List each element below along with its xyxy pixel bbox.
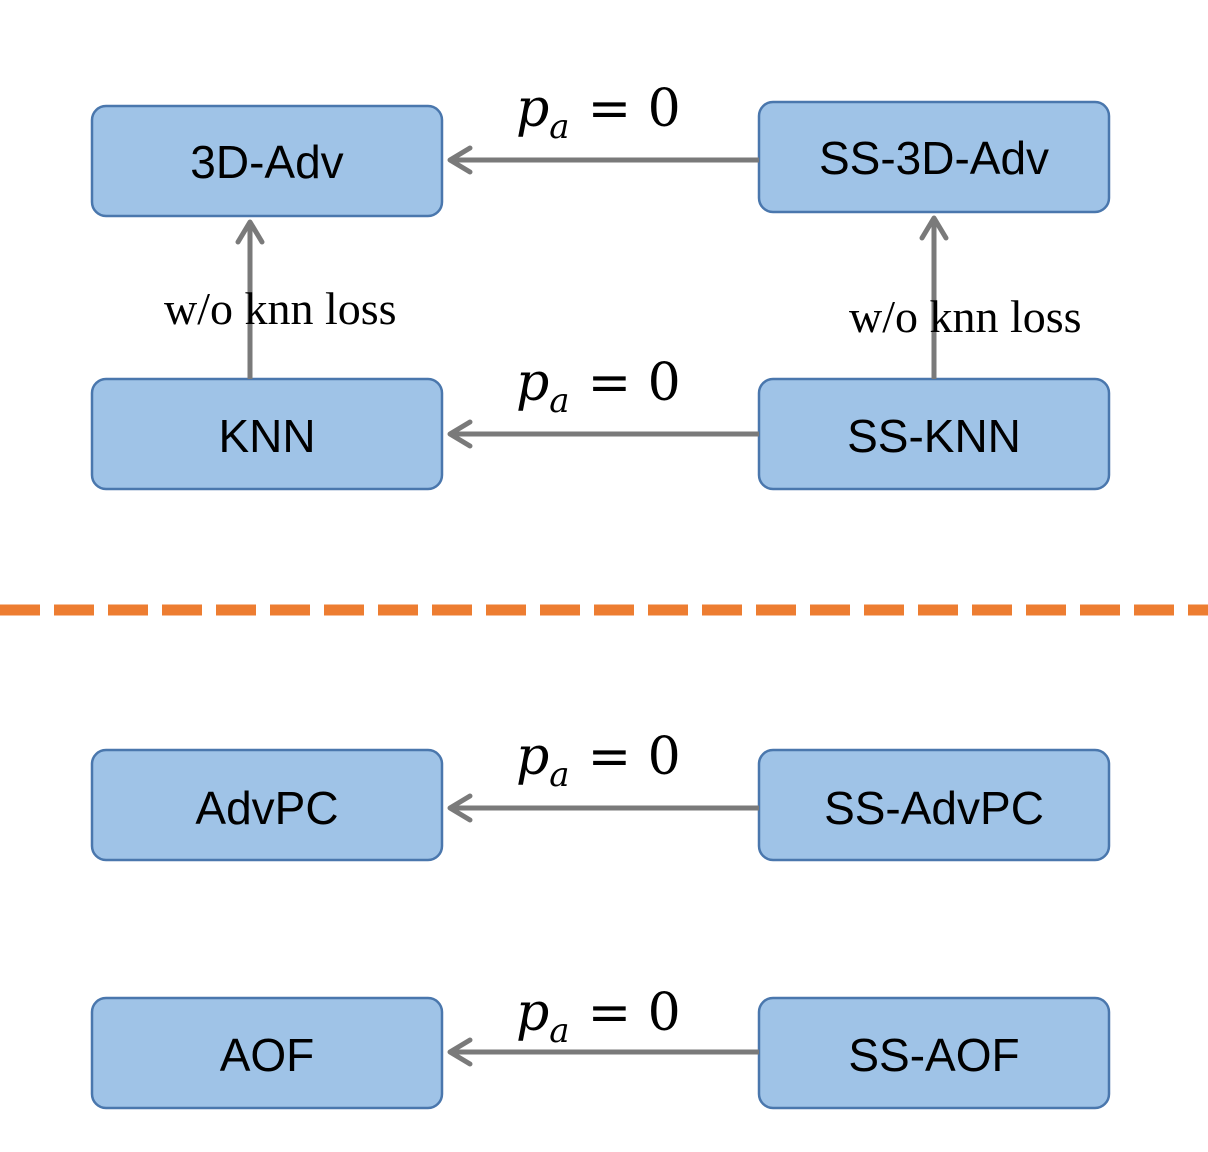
edge-ss-advpc-to-advpc <box>447 793 759 823</box>
edge-ss-knn-to-ss-3d-adv <box>919 215 949 379</box>
node-ss-3d-adv: SS-3D-Adv <box>757 100 1111 214</box>
edge-label-rhs: = 0 <box>588 79 681 139</box>
edge-label-right-vertical: w/o knn loss <box>849 291 1082 342</box>
edge-label-var: p <box>516 353 549 413</box>
edge-label-sub: a <box>549 1011 569 1051</box>
edge-label-left-vertical: w/o knn loss <box>164 283 397 334</box>
node-3d-adv: 3D-Adv <box>90 104 444 218</box>
edge-label-var: p <box>516 983 549 1043</box>
edge-ss-aof-to-aof <box>447 1037 759 1067</box>
node-ss-aof-label: SS-AOF <box>848 1029 1019 1081</box>
edge-label-sub: a <box>549 381 569 421</box>
edge-label-top-1: pa = 0 <box>516 79 681 147</box>
edge-label-rhs: = 0 <box>588 983 681 1043</box>
edge-label-top-2: pa = 0 <box>516 353 681 421</box>
edge-label-bottom-1: pa = 0 <box>516 727 681 795</box>
node-ss-knn-label: SS-KNN <box>847 410 1021 462</box>
node-3d-adv-label: 3D-Adv <box>190 136 343 188</box>
node-advpc-label: AdvPC <box>195 782 338 834</box>
edge-ss-3d-adv-to-3d-adv <box>447 145 759 175</box>
edge-label-var: p <box>516 79 549 139</box>
node-knn: KNN <box>90 377 444 491</box>
node-knn-label: KNN <box>218 410 315 462</box>
node-ss-aof: SS-AOF <box>757 996 1111 1110</box>
svg-text:pa= 0: pa = 0 <box>516 727 681 795</box>
edge-label-rhs: = 0 <box>588 353 681 413</box>
svg-text:pa= 0: pa = 0 <box>516 983 681 1051</box>
svg-text:pa= 0: pa = 0 <box>516 79 681 147</box>
edge-knn-to-3d-adv <box>235 219 265 379</box>
node-aof-label: AOF <box>220 1029 315 1081</box>
edge-label-sub: a <box>549 755 569 795</box>
edge-label-var: p <box>516 727 549 787</box>
svg-text:pa= 0: pa = 0 <box>516 353 681 421</box>
edge-label-sub: a <box>549 107 569 147</box>
edge-ss-knn-to-knn <box>447 419 759 449</box>
node-aof: AOF <box>90 996 444 1110</box>
node-ss-advpc: SS-AdvPC <box>757 748 1111 862</box>
edge-label-rhs: = 0 <box>588 727 681 787</box>
node-ss-knn: SS-KNN <box>757 377 1111 491</box>
node-ss-advpc-label: SS-AdvPC <box>824 782 1044 834</box>
node-ss-3d-adv-label: SS-3D-Adv <box>819 132 1049 184</box>
edge-label-bottom-2: pa = 0 <box>516 983 681 1051</box>
node-advpc: AdvPC <box>90 748 444 862</box>
